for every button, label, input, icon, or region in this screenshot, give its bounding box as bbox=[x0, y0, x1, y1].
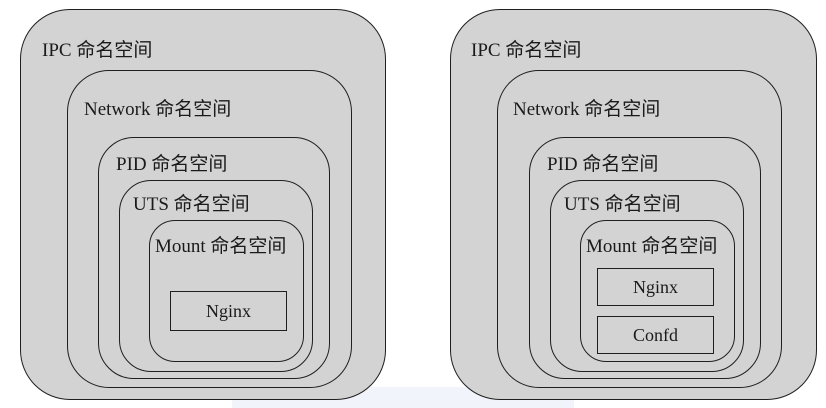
left-network-label: Network 命名空间 bbox=[84, 99, 232, 120]
right-ipc-label: IPC 命名空间 bbox=[471, 40, 582, 61]
left-nginx-process: Nginx bbox=[170, 291, 287, 331]
left-ipc-label: IPC 命名空间 bbox=[42, 40, 153, 61]
left-pid-label: PID 命名空间 bbox=[116, 154, 228, 175]
left-uts-label: UTS 命名空间 bbox=[133, 194, 250, 215]
right-uts-label: UTS 命名空间 bbox=[564, 194, 681, 215]
right-pid-label: PID 命名空间 bbox=[547, 154, 659, 175]
right-network-label: Network 命名空间 bbox=[513, 99, 661, 120]
right-nginx-process: Nginx bbox=[597, 268, 714, 306]
right-mount-label: Mount 命名空间 bbox=[586, 236, 718, 257]
left-mount-label: Mount 命名空间 bbox=[155, 236, 287, 257]
right-confd-process: Confd bbox=[597, 316, 714, 354]
